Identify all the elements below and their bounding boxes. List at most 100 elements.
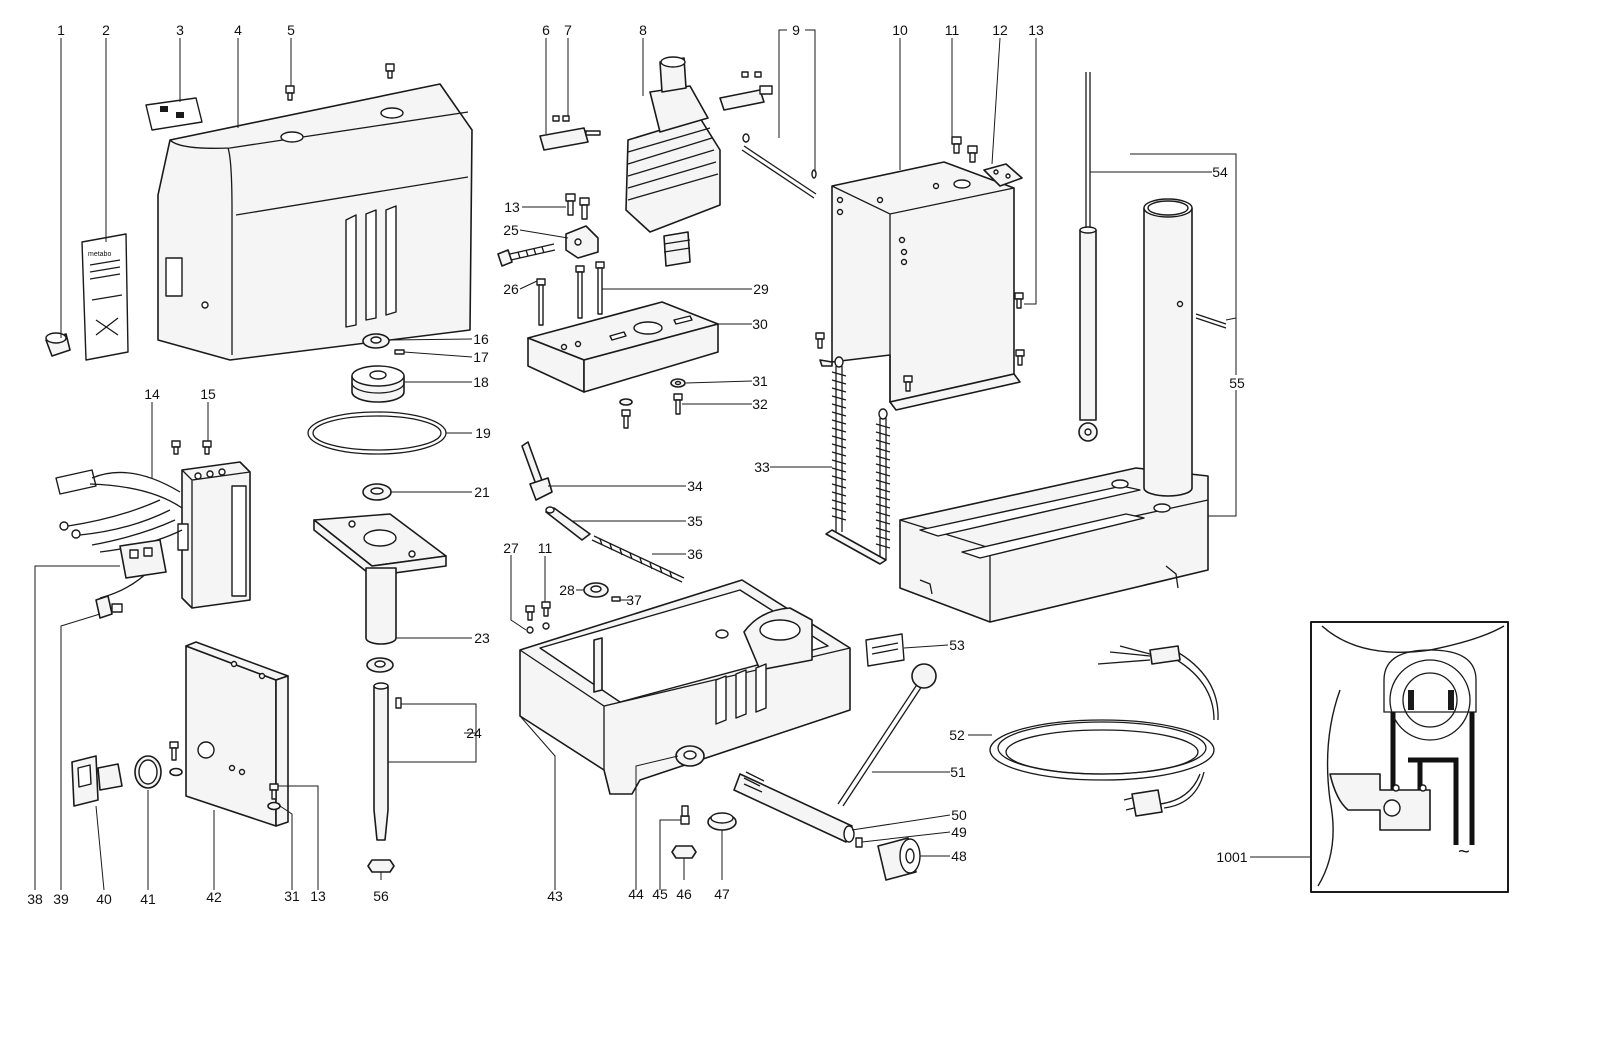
part-label: 48 [951, 848, 967, 864]
part-label: 31 [752, 373, 768, 389]
part-label: 32 [752, 396, 768, 412]
part-label: 40 [96, 891, 112, 907]
switch-block-14 [177, 461, 251, 609]
part-label: 13 [504, 199, 520, 215]
rating-plate-2: metabo [81, 233, 129, 361]
motor-plate-30 [527, 301, 719, 393]
part-label: 46 [676, 886, 692, 902]
washer-31-plate [670, 378, 686, 388]
part-label: 10 [892, 22, 908, 38]
terminal-38 [119, 539, 167, 579]
screws-11-top [951, 136, 978, 163]
belt-19 [307, 411, 447, 455]
collar-28 [583, 582, 609, 598]
label-plate-3 [145, 97, 203, 131]
motor-8 [625, 56, 721, 267]
gas-spring-54 [1078, 72, 1098, 442]
part-label: 25 [503, 222, 519, 238]
part-label: 6 [542, 22, 550, 38]
screws-27-11 [525, 601, 551, 634]
screw-37 [611, 596, 621, 602]
part-label: 12 [992, 22, 1008, 38]
screws-13-top [565, 193, 590, 220]
screws-13-bracket [815, 292, 1025, 392]
motor-cover [157, 83, 473, 361]
part-label: 16 [473, 331, 489, 347]
ring-41 [134, 755, 162, 789]
pinion-shaft-50 [733, 771, 855, 843]
part-label: 52 [949, 727, 965, 743]
part-label: 44 [628, 886, 644, 902]
part-label: 8 [639, 22, 647, 38]
bolts-29 [536, 261, 605, 326]
part-label: 34 [687, 478, 703, 494]
part-label: 14 [144, 386, 160, 402]
nut-16 [362, 333, 390, 349]
sleeve-35 [545, 506, 591, 541]
power-cord-52 [989, 645, 1219, 817]
grease-nipple-45 [680, 805, 690, 825]
boss-44 [675, 745, 705, 767]
knob-1 [45, 332, 71, 357]
nut-56 [367, 859, 395, 873]
part-label: 39 [53, 891, 69, 907]
column-55 [1143, 198, 1193, 497]
pulley-18 [351, 365, 405, 403]
pin-55 [1195, 313, 1227, 329]
side-panel-42 [185, 641, 289, 827]
nut-46 [671, 845, 697, 859]
part-label: 1 [57, 22, 65, 38]
part-label: 30 [752, 316, 768, 332]
bracket-housing-10 [819, 161, 1021, 411]
part-label: 42 [206, 889, 222, 905]
screws-32 [619, 393, 683, 429]
leader-lines [34, 29, 1311, 891]
part-label: 11 [945, 22, 960, 38]
switch-40 [71, 755, 123, 807]
part-labels: 1 2 3 4 5 6 7 8 9 10 11 12 13 13 14 15 1… [27, 22, 1248, 907]
springs-33 [825, 356, 891, 565]
part-label: 13 [310, 888, 326, 904]
part-label: 45 [652, 886, 668, 902]
handle-51 [837, 663, 937, 807]
rod-9 [741, 133, 817, 199]
threaded-rod-36 [591, 535, 685, 583]
part-label: 11 [538, 540, 553, 556]
ac-symbol: ~ [1458, 841, 1470, 863]
part-label: 41 [140, 891, 156, 907]
part-label: 2 [102, 22, 110, 38]
bearing-lower [366, 657, 394, 673]
part-label: 29 [753, 281, 769, 297]
brush-holder-6 [539, 127, 601, 151]
bushing-47 [707, 812, 737, 831]
part-label: 51 [950, 764, 966, 780]
part-label: 1001 [1216, 849, 1247, 865]
screws-5 [285, 63, 395, 101]
part-label: 54 [1212, 164, 1228, 180]
wiring-harness [55, 469, 183, 599]
part-label: 36 [687, 546, 703, 562]
part-label: 33 [754, 459, 770, 475]
part-label: 13 [1028, 22, 1044, 38]
base-plate-55 [899, 467, 1209, 623]
head-casting-43 [519, 579, 851, 795]
wiring-diagram-1001: ~ [1310, 621, 1509, 893]
fasteners-panel [169, 741, 281, 811]
part-label: 17 [473, 349, 489, 365]
connector-39 [95, 595, 123, 619]
label-53 [865, 633, 905, 667]
part-label: 18 [473, 374, 489, 390]
part-label: 26 [503, 281, 519, 297]
spindle-24 [373, 682, 402, 841]
part-label: 49 [951, 824, 967, 840]
part-label: 15 [200, 386, 216, 402]
part-label: 55 [1229, 375, 1245, 391]
part-label: 35 [687, 513, 703, 529]
set-screw-49 [855, 837, 863, 848]
part-label: 7 [564, 22, 572, 38]
rating-plate-logo: metabo [88, 251, 111, 258]
part-label: 9 [792, 22, 800, 38]
part-label: 56 [373, 888, 389, 904]
